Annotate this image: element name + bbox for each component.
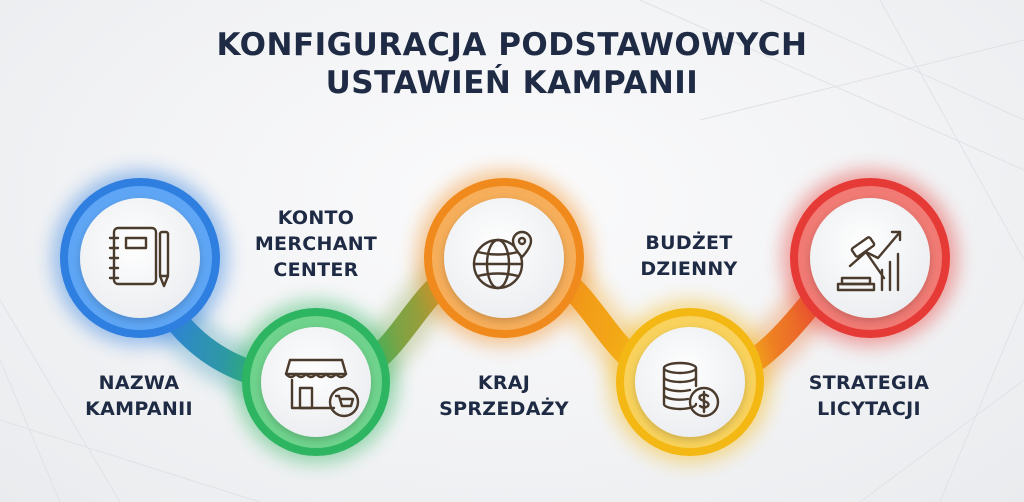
step-2-node — [234, 300, 398, 464]
step-3-node — [416, 170, 592, 346]
step-1-node — [52, 170, 228, 346]
gavel-growth-icon — [836, 230, 902, 292]
page-title-line1: KONFIGURACJA PODSTAWOWYCH — [216, 27, 808, 63]
page-title-line2: USTAWIEŃ KAMPANII — [325, 65, 699, 101]
coins-dollar-icon — [662, 361, 720, 418]
globe-pin-icon — [472, 230, 533, 290]
shop-cart-icon — [284, 358, 360, 418]
step-4-node — [608, 300, 772, 464]
notebook-pen-icon — [108, 226, 170, 288]
step-5-node — [782, 170, 958, 346]
